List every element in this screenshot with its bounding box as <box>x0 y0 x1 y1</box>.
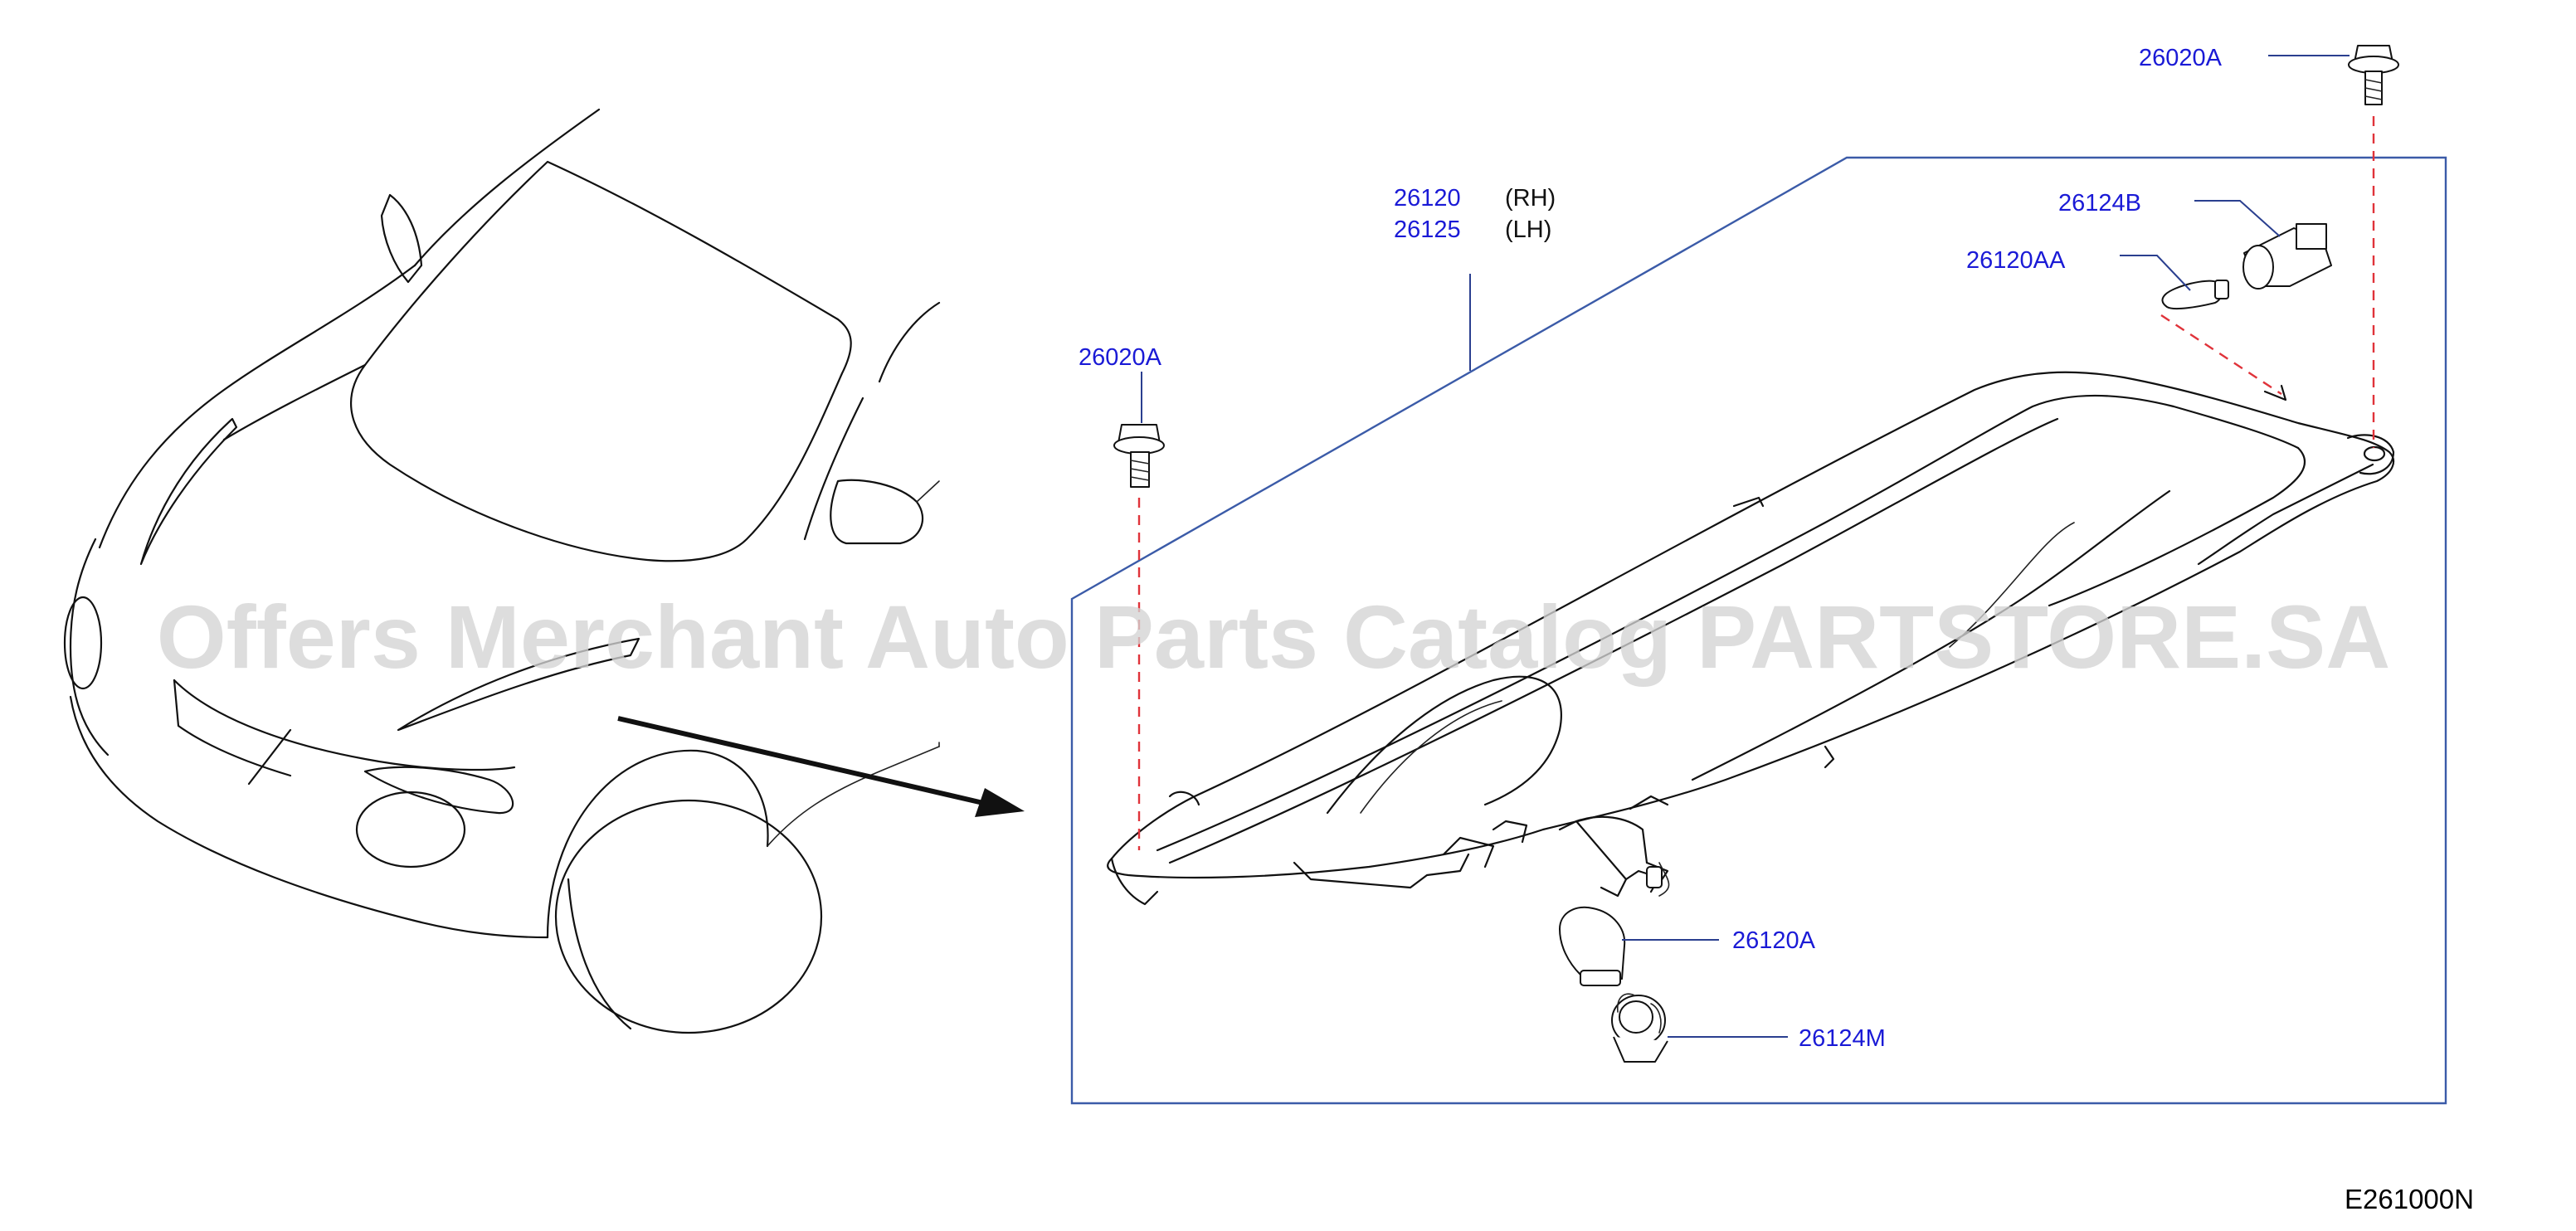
leader-lines <box>1141 55 2350 1038</box>
part-labels: 26020A 26124B 26120AA 26020A 26120 (RH) … <box>1079 45 2474 1214</box>
vehicle-outline <box>63 108 941 1034</box>
assembly-frame <box>1070 156 2447 1105</box>
bolt-left <box>1113 424 1165 488</box>
label-bulb-small[interactable]: 26120AA <box>1966 247 2066 274</box>
bolt-top <box>2348 45 2399 105</box>
bulb-socket-small <box>2242 223 2332 290</box>
label-bulb-large[interactable]: 26120A <box>1732 927 1816 954</box>
guide-small-bulb <box>2160 314 2282 396</box>
label-side-rh: (RH) <box>1505 185 1556 212</box>
label-side-lh: (LH) <box>1505 217 1551 243</box>
label-headlamp-rh[interactable]: 26120 <box>1394 185 1461 212</box>
watermark-text: Offers Merchant Auto Parts Catalog PARTS… <box>157 586 2390 687</box>
direction-arrow <box>617 716 1025 817</box>
label-bolt-top[interactable]: 26020A <box>2139 45 2223 71</box>
label-bolt-left[interactable]: 26020A <box>1079 344 1162 371</box>
headlamp-assembly <box>1107 371 2395 906</box>
label-bulb-socket-small[interactable]: 26124B <box>2058 190 2141 217</box>
label-headlamp-lh[interactable]: 26125 <box>1394 217 1461 243</box>
label-bulb-socket-large[interactable]: 26124M <box>1799 1025 1886 1052</box>
diagram-code: E261000N <box>2345 1184 2474 1214</box>
bulb-socket-large <box>1611 993 1668 1063</box>
bulb-small <box>2161 280 2229 310</box>
bulb-large <box>1559 906 1626 986</box>
